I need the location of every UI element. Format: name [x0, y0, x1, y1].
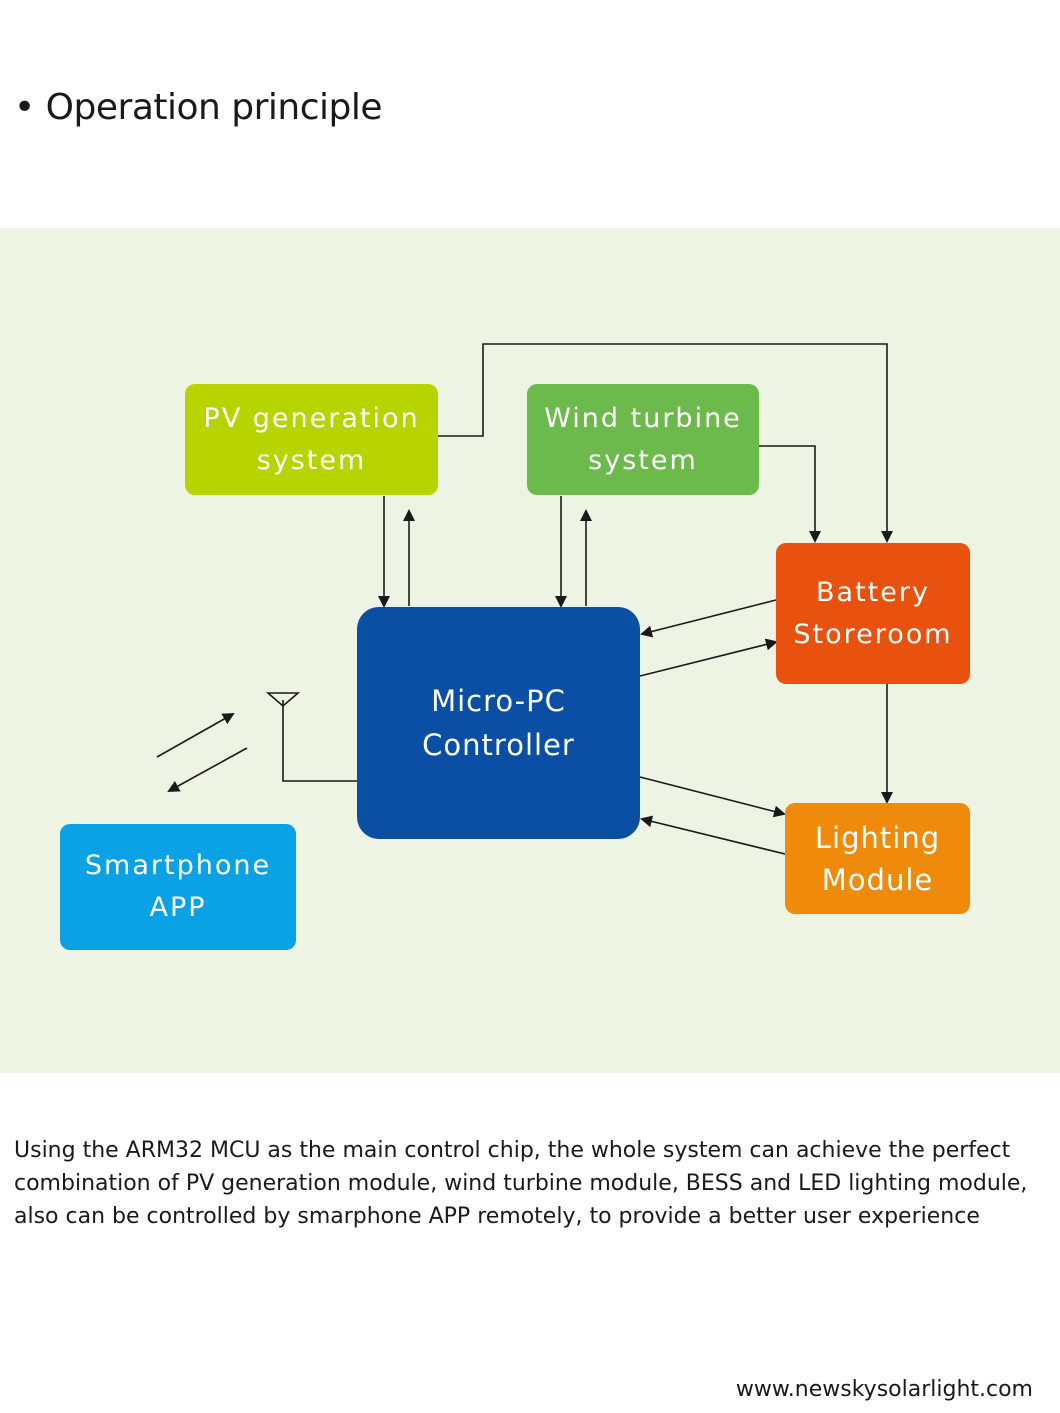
antenna-wire [282, 700, 357, 782]
battery-to-controller-line [640, 599, 777, 638]
antenna-icon [265, 692, 301, 708]
wireless-uplink-arrow [156, 713, 235, 758]
smartphone-app-label: Smartphone APP [84, 850, 272, 923]
wind-turbine-label: Wind turbine system [544, 402, 742, 476]
operation-diagram: PV generation system Wind turbine system… [0, 228, 1060, 1073]
lighting-module-node: Lighting Module [785, 803, 970, 914]
wind-turbine-node: Wind turbine system [527, 384, 759, 495]
wind-to-battery-line [759, 445, 821, 543]
controller-label: Micro-PC Controller [422, 684, 575, 762]
battery-storeroom-node: Battery Storeroom [776, 543, 970, 684]
smartphone-app-node: Smartphone APP [60, 824, 296, 950]
description-text: Using the ARM32 MCU as the main control … [14, 1134, 1054, 1233]
controller-to-lighting-line [639, 776, 786, 818]
wireless-downlink-arrow [167, 747, 248, 792]
page-title: • Operation principle [14, 87, 383, 128]
controller-node: Micro-PC Controller [357, 607, 640, 839]
battery-storeroom-label: Battery Storeroom [793, 576, 953, 650]
description-paragraph: Using the ARM32 MCU as the main control … [14, 1138, 1028, 1229]
lighting-to-controller-line [640, 815, 786, 855]
pv-generation-node: PV generation system [185, 384, 438, 495]
diagram-connectors [156, 343, 893, 855]
lighting-module-label: Lighting Module [814, 820, 941, 897]
footer-url: www.newskysolarlight.com [735, 1377, 1033, 1402]
controller-to-battery-line [639, 638, 778, 677]
pv-to-battery-line [438, 343, 893, 543]
pv-generation-label: PV generation system [203, 402, 420, 476]
